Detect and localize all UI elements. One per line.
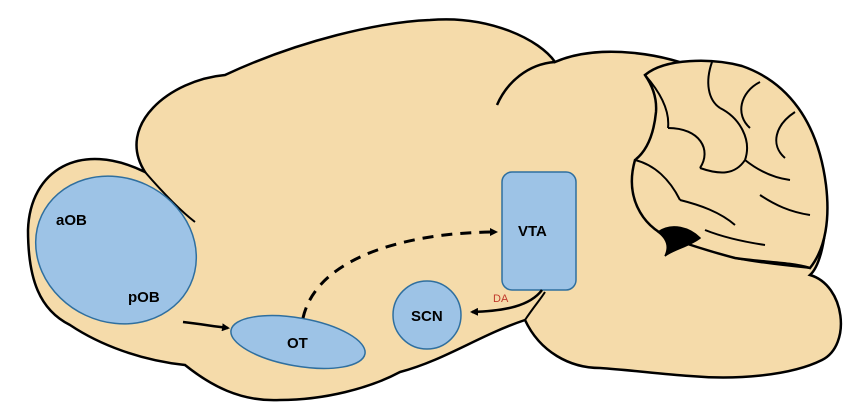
ot-region xyxy=(230,314,366,370)
vta-to-scn-da-arrow xyxy=(470,289,543,316)
ot-to-vta-dashed-arrow xyxy=(301,228,498,319)
fourth-ventricle xyxy=(656,226,702,257)
aob-label: aOB xyxy=(56,212,87,229)
cortical-sulcus xyxy=(495,60,556,106)
olfactory-bulb xyxy=(34,175,198,325)
cerebellar-folia xyxy=(634,61,811,246)
ventral-line xyxy=(524,291,546,321)
brain-outline xyxy=(26,18,843,402)
cerebellum-outline xyxy=(630,59,829,270)
scn-label: SCN xyxy=(411,308,443,325)
vta-label: VTA xyxy=(518,223,547,240)
scn-region xyxy=(392,280,462,350)
da-label: DA xyxy=(493,293,509,305)
vta-region xyxy=(501,171,577,291)
pob-to-ot-arrow xyxy=(182,320,230,332)
brainstem-line xyxy=(734,257,811,269)
ot-label: OT xyxy=(287,335,308,352)
pob-label: pOB xyxy=(128,289,160,306)
